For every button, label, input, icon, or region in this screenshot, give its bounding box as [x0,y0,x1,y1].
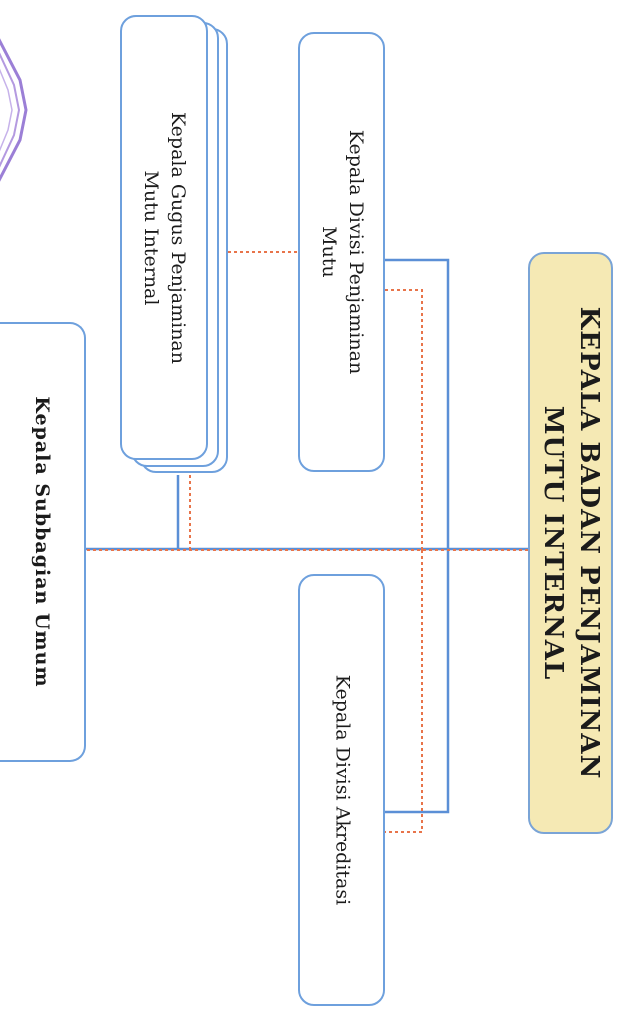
kepala-subbagian-umum-line1: Kepala Subbagian Umum [31,396,53,688]
kepala-divisi-penjaminan-label: Kepala Divisi Penjaminan Mutu [315,130,369,374]
coordination-bracket-line [385,289,423,833]
kepala-badan-penjaminan-label: KEPALA BADAN PENJAMINAN MUTU INTERNAL [535,307,607,780]
kepala-gugus-line1: Kepala Gugus Penjaminan [167,111,189,364]
kepala-badan-penjaminan-box: KEPALA BADAN PENJAMINAN MUTU INTERNAL [528,252,613,834]
divisi-bracket-line [385,258,450,814]
kepala-divisi-akreditasi-label: Kepala Divisi Akreditasi [328,675,355,905]
logo-emblem-icon [0,38,28,182]
kepala-badan-line2: MUTU INTERNAL [537,405,568,681]
kepala-divisi-penjaminan-line2: Mutu [317,226,340,278]
kepala-gugus-penjaminan-label: Kepala Gugus Penjaminan Mutu Internal [137,112,191,364]
kepala-divisi-akreditasi-box: Kepala Divisi Akreditasi [298,574,385,1006]
kepala-gugus-line2: Mutu Internal [140,170,162,305]
kepala-divisi-penjaminan-line1: Kepala Divisi Penjaminan [344,129,367,375]
kepala-subbagian-umum-label: Kepala Subbagian Umum [31,396,53,687]
kepala-gugus-penjaminan-box: Kepala Gugus Penjaminan Mutu Internal [120,15,208,460]
kepala-divisi-akreditasi-line1: Kepala Divisi Akreditasi [331,674,353,906]
kepala-divisi-penjaminan-box: Kepala Divisi Penjaminan Mutu [298,32,385,472]
kepala-badan-line1: KEPALA BADAN PENJAMINAN [573,306,604,780]
kepala-subbagian-umum-box: Kepala Subbagian Umum [0,322,86,762]
